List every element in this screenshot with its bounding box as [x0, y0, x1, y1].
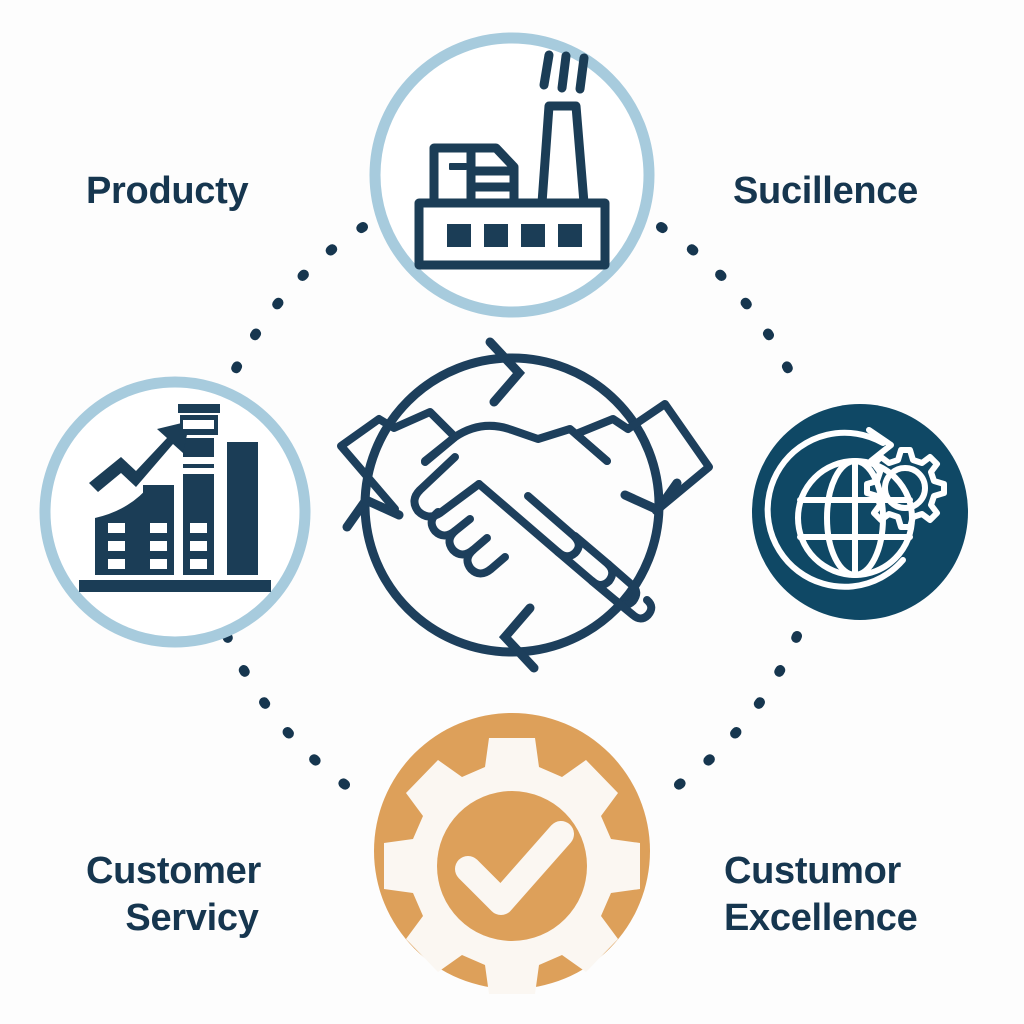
label-supply-excellence: Sucillence: [733, 170, 918, 212]
connector-arc-bottom-left: [222, 631, 368, 802]
factory-icon: [414, 50, 610, 270]
connector-arc-top-left: [222, 222, 368, 393]
label-customer-excellence-line2: Excellence: [724, 896, 918, 939]
handshake-icon: [337, 400, 713, 623]
node-left[interactable]: [39, 376, 311, 648]
label-product-quality: Producty: [86, 170, 249, 212]
label-customer-service: Customer Servicy: [86, 802, 298, 987]
checkmark-icon: [455, 821, 574, 915]
label-customer-service-line2: Servicy: [125, 896, 259, 939]
label-customer-excellence: Custumor Excellence: [724, 802, 954, 987]
center-cycle-ring: [360, 353, 664, 657]
node-right[interactable]: [752, 404, 968, 620]
center-cycle-group: [337, 337, 713, 673]
connector-arcs: [222, 222, 802, 802]
connector-arc-bottom-right: [656, 631, 802, 802]
connector-arc-top-right: [656, 222, 802, 393]
factory-icon-details: [447, 163, 582, 247]
growth-bar-chart-windows: [108, 420, 214, 569]
label-customer-service-line1: Customer: [86, 850, 261, 893]
gear-icon-small: [864, 447, 947, 530]
node-left-circle[interactable]: [39, 376, 311, 648]
node-bottom[interactable]: [374, 713, 650, 994]
label-customer-excellence-line1: Custumor: [724, 850, 902, 893]
node-top[interactable]: [369, 32, 655, 318]
